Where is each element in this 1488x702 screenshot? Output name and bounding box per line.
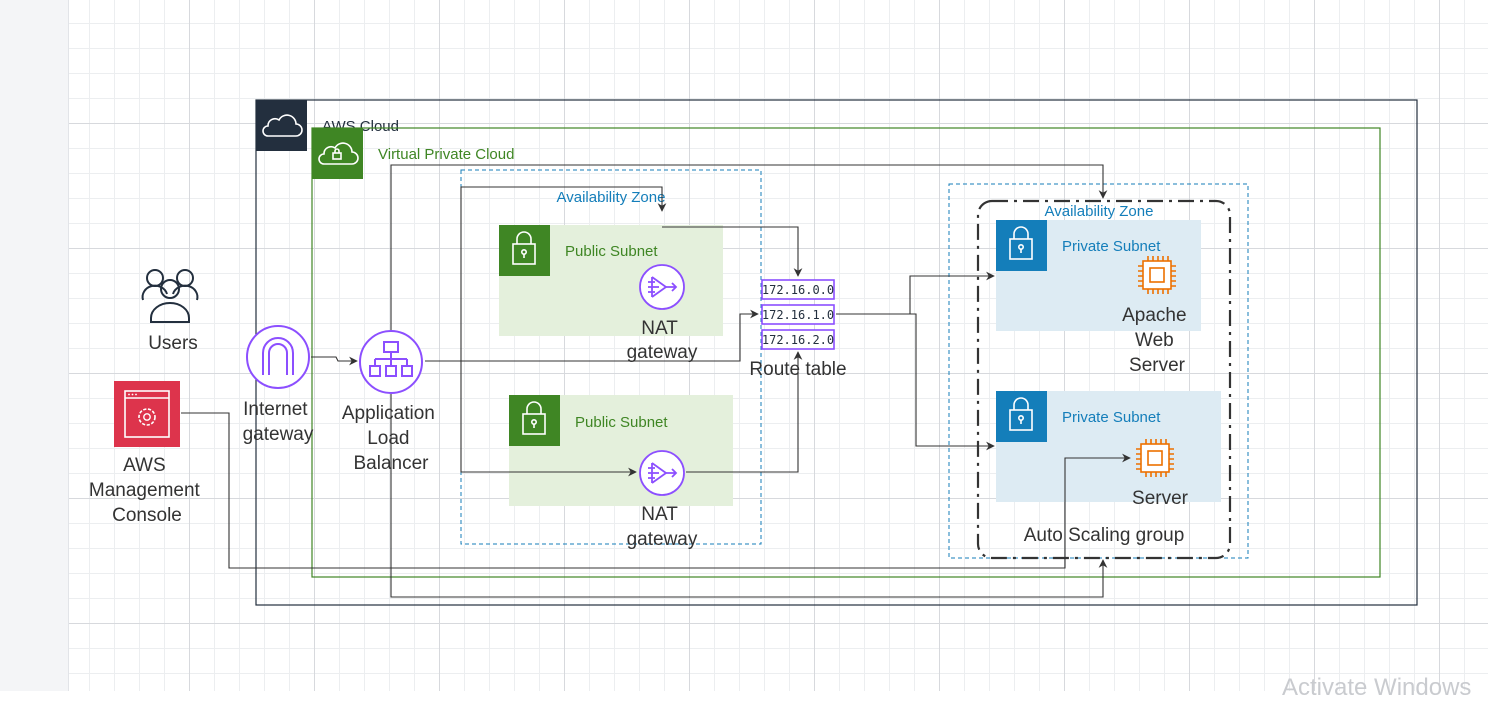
svg-text:172.16.2.0: 172.16.2.0 <box>762 333 834 347</box>
activate-windows-watermark: Activate Windows <box>1282 674 1472 701</box>
application-load-balancer-icon[interactable] <box>359 330 423 394</box>
aws-management-console-icon[interactable] <box>114 381 180 447</box>
conn-route-private-top <box>836 271 995 315</box>
users-icon[interactable] <box>141 269 199 323</box>
aws-cloud-group[interactable]: AWS Cloud <box>255 99 1418 606</box>
connections <box>181 164 1131 598</box>
private-subnet-bottom-label: Private Subnet <box>1062 409 1161 426</box>
route-table[interactable]: 172.16.0.0 172.16.1.0 172.16.2.0 <box>761 279 835 350</box>
auto-scaling-group[interactable]: Auto Scaling group <box>976 199 1232 560</box>
availability-zone-left[interactable]: Availability Zone <box>460 169 762 545</box>
left-toolbar-strip <box>0 0 69 691</box>
lock-icon <box>522 401 546 435</box>
lock-icon <box>1009 226 1033 260</box>
svg-text:172.16.0.0: 172.16.0.0 <box>762 283 834 297</box>
route-entry: 172.16.2.0 <box>761 329 835 350</box>
cloud-icon <box>262 114 303 137</box>
conn-route-private-bottom <box>836 313 995 451</box>
public-subnet-top[interactable]: Public Subnet <box>499 225 723 336</box>
conn-vpc-top-asg <box>390 164 1108 330</box>
ec2-instance-icon[interactable] <box>1136 439 1174 477</box>
conn-alb-az-top <box>460 186 667 361</box>
apache-label: Apache Web Server <box>1122 305 1192 376</box>
conn-console-server <box>181 412 1131 569</box>
conn-igw-alb <box>311 356 358 366</box>
public-subnet-top-label: Public Subnet <box>565 243 658 260</box>
server-label: Server <box>1132 488 1189 509</box>
aws-console-label: AWS Management Console <box>89 455 205 526</box>
private-subnet-bottom[interactable]: Private Subnet <box>996 391 1221 502</box>
internet-gateway-label: Internet gateway <box>243 399 314 445</box>
conn-nat-top-route <box>662 226 803 277</box>
conn-alb-route-table <box>425 309 759 362</box>
vpc-label: Virtual Private Cloud <box>378 146 514 163</box>
private-subnet-top-label: Private Subnet <box>1062 238 1161 255</box>
conn-nat-bottom-route <box>686 351 803 473</box>
route-entry: 172.16.0.0 <box>761 279 835 300</box>
ec2-instance-icon[interactable] <box>1138 256 1176 294</box>
nat-top-label: NAT gateway <box>627 318 698 363</box>
internet-gateway-icon[interactable] <box>246 325 310 389</box>
route-table-label: Route table <box>749 359 846 380</box>
alb-label: Application Load Balancer <box>342 403 440 474</box>
route-entry: 172.16.1.0 <box>761 304 835 325</box>
lock-icon <box>512 231 536 265</box>
public-subnet-bottom-label: Public Subnet <box>575 414 668 431</box>
vpc-group[interactable]: Virtual Private Cloud <box>311 127 1381 578</box>
conn-alb-bottom-asg <box>390 394 1108 598</box>
public-subnet-bottom[interactable]: Public Subnet <box>509 395 733 506</box>
az-right-label: Availability Zone <box>1045 203 1154 220</box>
nat-gateway-top-icon[interactable] <box>639 264 685 310</box>
svg-text:172.16.1.0: 172.16.1.0 <box>762 308 834 322</box>
lock-icon <box>1009 397 1033 431</box>
nat-bottom-label: NAT gateway <box>627 504 698 550</box>
vpc-cloud-lock-icon <box>318 142 359 165</box>
asg-label: Auto Scaling group <box>1024 525 1185 546</box>
nat-gateway-bottom-icon[interactable] <box>639 450 685 496</box>
az-left-label: Availability Zone <box>557 189 666 206</box>
conn-alb-nat-bottom <box>460 361 637 477</box>
users-label: Users <box>148 333 198 354</box>
